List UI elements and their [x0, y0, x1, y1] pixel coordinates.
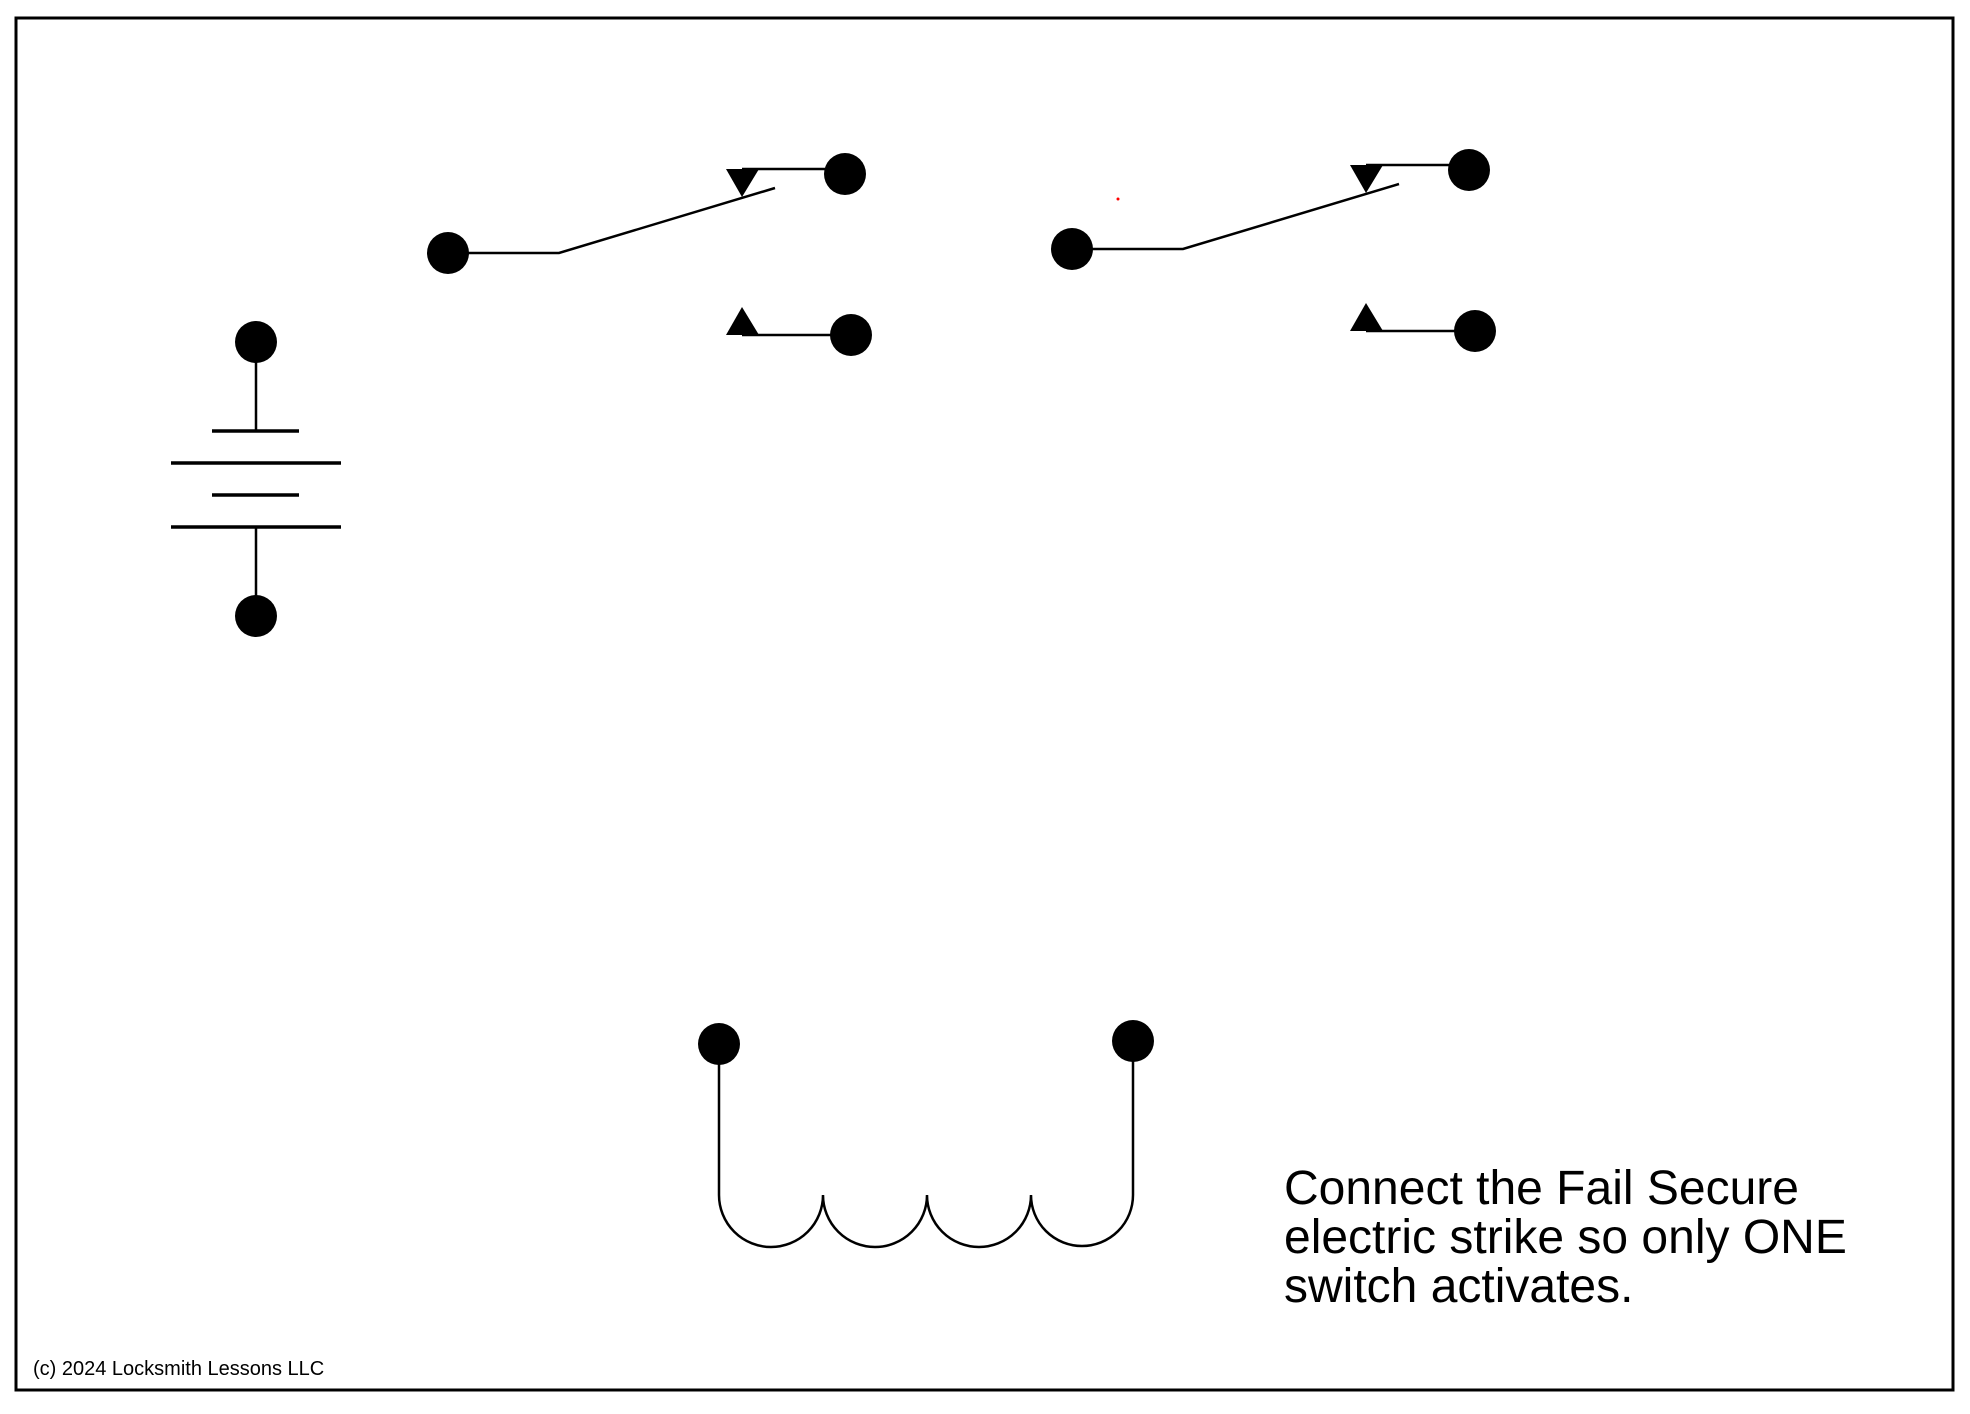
instruction-line: electric strike so only ONE: [1284, 1211, 1847, 1264]
switch-1-lever: [448, 186, 776, 255]
strike-coil-winding: [717, 1041, 1135, 1249]
switch-2-no-terminal[interactable]: [1454, 310, 1496, 352]
instruction-line: Connect the Fail Secure: [1284, 1162, 1799, 1215]
switch-2-nc-arrow-icon: [1350, 165, 1383, 193]
copyright-notice: (c) 2024 Locksmith Lessons LLC: [33, 1358, 325, 1380]
switch-1-no-arrow-icon: [726, 307, 759, 335]
instruction-text: Connect the Fail Secure electric strike …: [1284, 1164, 1924, 1311]
switch-2-nc-terminal[interactable]: [1448, 149, 1490, 191]
instruction-line: switch activates.: [1284, 1260, 1634, 1313]
switch-1-no-terminal[interactable]: [830, 314, 872, 356]
diagram-border: [14, 16, 1955, 1392]
switch-1-nc-arrow-icon: [726, 169, 759, 197]
switch-2-icon: [1051, 149, 1496, 352]
battery-negative-terminal[interactable]: [235, 595, 277, 637]
stray-mark: [1116, 197, 1120, 201]
switch-2-lever: [1072, 182, 1400, 251]
switch-1-nc-terminal[interactable]: [824, 153, 866, 195]
battery-icon: [171, 321, 341, 637]
switch-1-icon: [427, 153, 872, 356]
switch-2-no-arrow-icon: [1350, 303, 1383, 331]
electric-strike-coil-icon: [698, 1020, 1154, 1249]
